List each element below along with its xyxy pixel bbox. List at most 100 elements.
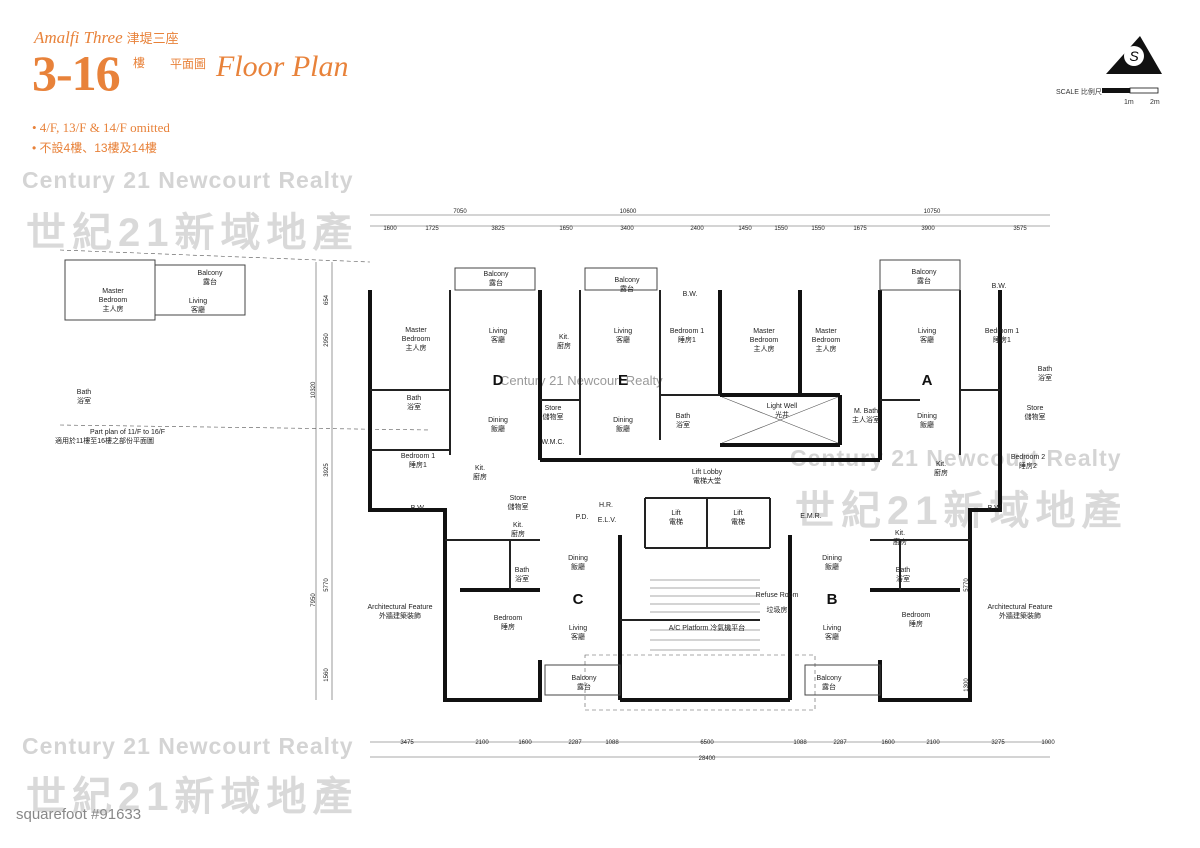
room-balcony-label: Balcony [198,270,223,277]
room-dining-label: Dining [917,413,937,420]
room-store-label-cn: 儲物室 [1025,412,1046,421]
room-living-label: Living [823,625,841,632]
room-living-label-cn: 客廳 [920,335,934,344]
room-bath-label-cn: 浴室 [515,574,529,583]
room-balcony-label-cn: 露台 [917,276,931,285]
room-bw-label: B.W. [683,291,698,298]
room-store-label: Store [545,405,562,412]
dimension-value: 1600 [383,226,397,232]
lift-label: Lift [671,510,680,517]
room-bath-label: Bath [896,567,911,574]
dimension-value: 3475 [400,740,414,746]
room-kit-label-cn: 廚房 [893,537,907,546]
room-balcony-label-cn: 露台 [203,277,217,286]
dimension-value: 28400 [699,756,716,762]
room-living-label: Living [189,298,207,305]
room-master-label: Master [753,328,775,335]
room-bedroom-label: Bedroom [99,297,128,304]
scale-bar [1102,87,1159,94]
room-store-label-cn: 儲物室 [508,502,529,511]
watermark-cn: 世紀21新域地產 [26,211,359,255]
dimension-value: 2100 [926,740,940,746]
room-dining-label-cn: 飯廳 [491,424,505,433]
room-bedroom-label: Bedroom [902,612,931,619]
room-master-label-cn: 主人房 [816,344,837,353]
room-kit-label: Kit. [936,461,946,468]
arch-feature-label-cn: 外牆建築裝飾 [379,611,421,620]
room-bedroom2-label: Bedroom 2 [1011,454,1045,461]
room-master-label: Master [102,288,124,295]
room-dining-label-cn: 飯廳 [825,562,839,571]
omitted-floors-note-cn: • 不設4樓、13樓及14樓 [32,141,157,155]
room-store-label-cn: 儲物室 [543,412,564,421]
room-kit-label-cn: 廚房 [511,529,525,538]
room-balcony-label: Balcony [912,269,937,276]
room-living-label: Living [918,328,936,335]
room-living-label: Living [614,328,632,335]
watermark-cn: 世紀21新域地產 [26,775,359,819]
room-balcony-label: Balcony [615,277,640,284]
scale-1m: 1m [1124,99,1134,106]
dimension-value: 3825 [491,226,505,232]
room-balcony-label-cn: 露台 [822,682,836,691]
room-kit-label-cn: 廚房 [557,341,571,350]
room-bath-label: Bath [407,395,422,402]
dimension-value: 10320 [311,381,317,398]
room-master-label-cn: 主人房 [103,304,124,313]
room-living-label-cn: 客廳 [191,305,205,314]
room-balcony-label: Balcony [484,271,509,278]
room-kit-label: Kit. [559,334,569,341]
lift-lobby-label-cn: 電梯大堂 [693,476,721,485]
room-bath-label: Bath [515,567,530,574]
room-bedroom-label: Bedroom [812,337,841,344]
room-mbath-label: M. Bath [854,408,878,415]
elv-label: E.L.V. [598,517,616,524]
unit-d-label: D [493,372,504,389]
scale-label: SCALE 比例尺 [1056,89,1102,96]
room-bedroom1-label: Bedroom 1 [401,453,435,460]
unit-e-label: E [618,372,628,389]
dimension-value: 5770 [964,578,970,592]
room-balcony-label-cn: 露台 [577,682,591,691]
room-bedroom-label-cn: 睡房 [501,622,515,631]
light-well-label-cn: 光井 [775,410,789,419]
room-kit-label-cn: 廚房 [934,468,948,477]
room-bedroom1-label: Bedroom 1 [985,328,1019,335]
arch-feature-label: Architectural Feature [368,604,433,611]
room-living-label-cn: 客廳 [825,632,839,641]
arch-feature-label: Architectural Feature [988,604,1053,611]
room-bw-label: B.W. [411,505,426,512]
dimension-value: 1725 [425,226,439,232]
hr-label: H.R. [599,502,613,509]
lift-label-cn: 電梯 [669,517,683,526]
room-bw-label: B.W. [988,505,1003,512]
unit-a-label: A [922,372,933,389]
floor-plan-cn: 平面圖 [170,57,207,71]
floor-plan-title: Floor Plan [216,50,349,83]
dimension-value: 10600 [620,209,637,215]
room-bath-label-cn: 浴室 [896,574,910,583]
dimension-value: 6500 [700,740,714,746]
room-wmc-label: W.M.C. [542,439,565,446]
room-living-label-cn: 客廳 [491,335,505,344]
room-bedroom1-label: Bedroom 1 [670,328,704,335]
dimension-value: 654 [324,294,330,305]
refuse-room-label: Refuse Room [756,592,799,599]
dimension-value: 10750 [924,209,941,215]
floor-suffix: 樓 [133,56,146,70]
compass-icon: S [1106,36,1162,74]
room-master-label: Master [405,327,427,334]
room-kit-label-cn: 廚房 [473,472,487,481]
room-bath-label: Bath [676,413,691,420]
dimension-value: 5770 [324,578,330,592]
room-dining-label: Dining [488,417,508,424]
lift-lobby-label: Lift Lobby [692,469,723,476]
dimension-value: 7950 [311,593,317,607]
room-bath-label-cn: 浴室 [407,402,421,411]
compass-letter: S [1129,48,1139,64]
room-bedroom1-label-cn: 睡房1 [678,335,696,344]
room-kit-label: Kit. [475,465,485,472]
dimension-value: 1600 [518,740,532,746]
room-store-label: Store [510,495,527,502]
